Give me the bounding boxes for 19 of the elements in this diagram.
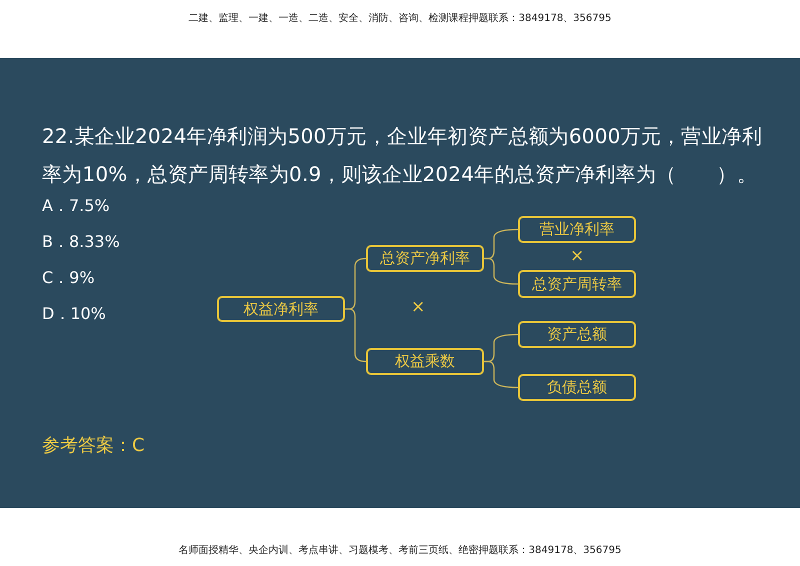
term-box: 资产总额 (518, 321, 636, 348)
option-text: D．10% (42, 304, 106, 325)
answer-text: 参考答案：C (42, 434, 145, 457)
option-text: A．7.5% (42, 196, 110, 217)
term-box: 负债总额 (518, 374, 636, 401)
term-box: 总资产周转率 (518, 270, 636, 298)
brace-line (484, 258, 518, 285)
brace-line (484, 360, 518, 388)
header-text: 二建、监理、一建、一造、二造、安全、消防、咨询、检测课程押题联系：3849178、356795 (188, 13, 612, 24)
term-box: 总资产净利率 (366, 245, 484, 272)
term-box: 权益乘数 (366, 348, 484, 375)
multiply-sign: × (411, 297, 426, 317)
option-text: B．8.33% (42, 232, 120, 253)
option-text: C．9% (42, 268, 95, 289)
footer-text: 名师面授精华、央企内训、考点串讲、习题模考、考前三页纸、绝密押题联系：3849178、356795 (178, 545, 622, 556)
multiply-sign: × (570, 246, 584, 266)
term-box: 营业净利率 (518, 216, 636, 243)
question-text: 22.某企业2024年净利润为500万元，企业年初资产总额为6000万元，营业净利率为10%，总资产周转率为0.9，则该企业2024年的总资产净利率为（ ）。 (42, 123, 763, 188)
term-box: 权益净利率 (217, 296, 345, 322)
